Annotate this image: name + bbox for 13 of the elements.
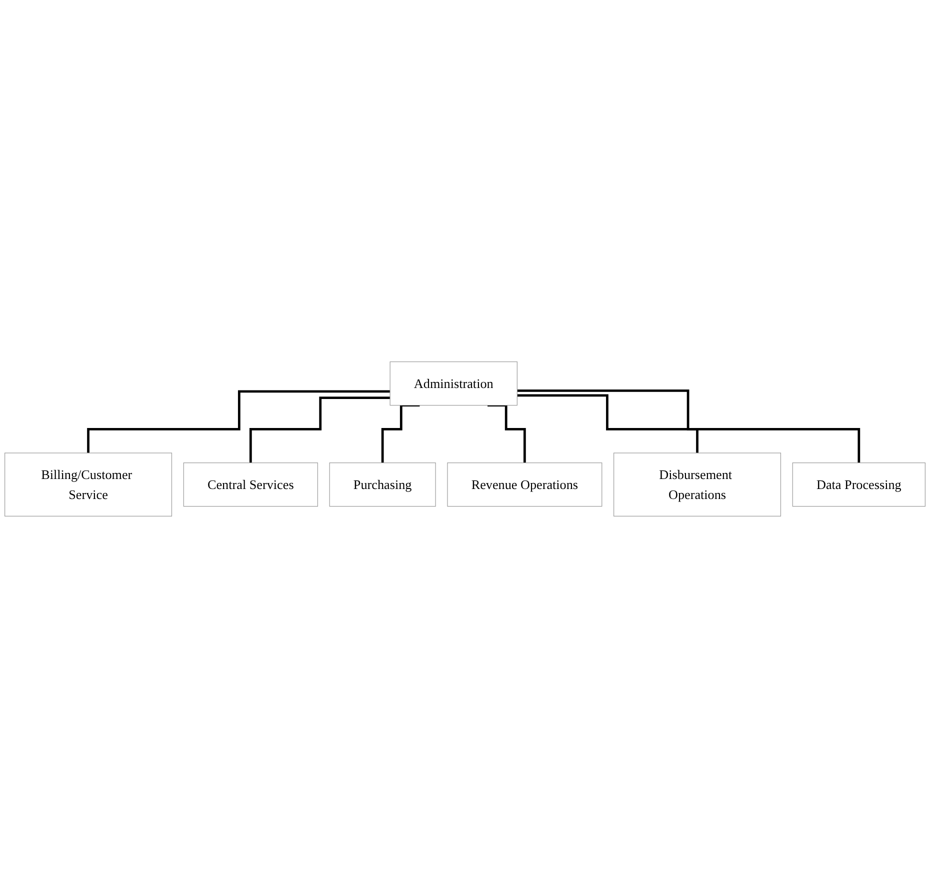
node-box: Data Processing xyxy=(792,462,926,507)
connector xyxy=(87,390,390,454)
node-box: Disbursement Operations xyxy=(614,452,782,516)
connector xyxy=(488,404,526,464)
node-box: Purchasing xyxy=(329,462,436,507)
node-box: Revenue Operations xyxy=(447,462,602,507)
node-box: Administration xyxy=(390,362,518,406)
connector xyxy=(517,390,860,464)
connector xyxy=(381,404,420,464)
connector xyxy=(249,396,390,464)
node-box: Billing/Customer Service xyxy=(4,452,172,516)
node-box: Central Services xyxy=(183,462,318,507)
connector xyxy=(517,394,698,454)
